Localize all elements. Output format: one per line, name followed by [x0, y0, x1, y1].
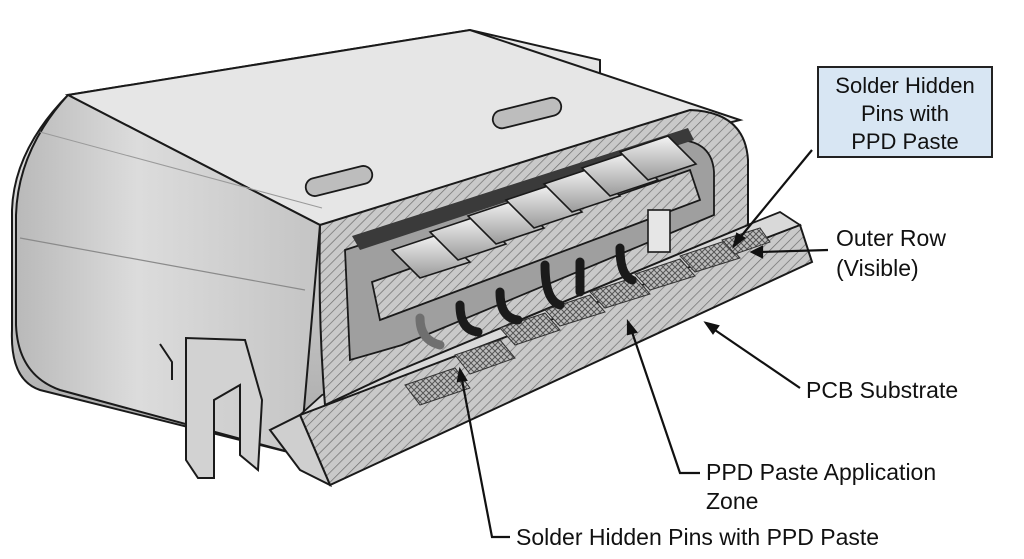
top-contact-pins [390, 135, 698, 279]
callout-line-2: Pins with [860, 101, 950, 126]
callout-line-3: PPD Paste [851, 129, 959, 154]
ppd-paste-pads [404, 227, 771, 406]
label-visible: (Visible) [836, 255, 919, 281]
connector-shell [10, 28, 744, 479]
label-outer-row: Outer Row [836, 225, 946, 251]
label-ppd-paste-zone: PPD Paste Application [706, 459, 937, 485]
leader-lines [456, 149, 829, 539]
callout-line-1: Solder Hidden [835, 73, 975, 98]
label-solder-hidden-pins: Solder Hidden Pins with PPD Paste [516, 524, 880, 550]
label-pcb-substrate: PCB Substrate [806, 377, 959, 403]
hidden-pins [415, 243, 637, 350]
label-zone: Zone [706, 488, 759, 514]
callout-solder-hidden-pins: Solder Hidden Pins with PPD Paste [817, 66, 993, 158]
